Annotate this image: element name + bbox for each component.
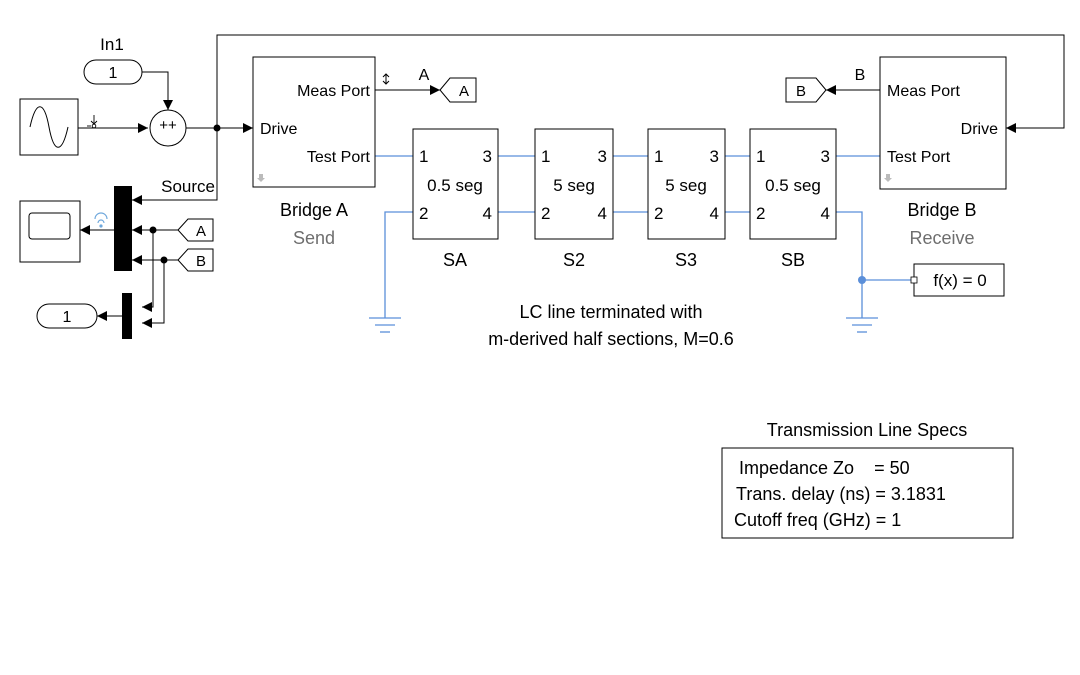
segment-s2-name: S2 xyxy=(563,250,585,270)
ground-right[interactable] xyxy=(846,317,878,333)
sine-wave-block[interactable] xyxy=(19,98,79,156)
bridge-b-drive-port: Drive xyxy=(961,121,998,138)
segment-s3-label: 5 seg xyxy=(665,176,707,195)
connection-indicator-icon xyxy=(87,115,98,129)
bridge-a-name: Bridge A xyxy=(280,200,348,220)
bridge-b-block[interactable]: Meas Port Drive Test Port xyxy=(879,56,1007,190)
line-inport-to-sum[interactable] xyxy=(142,71,173,110)
line-b-branch-to-mux2[interactable] xyxy=(142,260,165,328)
annotation-line-1: LC line terminated with xyxy=(519,302,702,322)
segment-s3-port-4: 4 xyxy=(710,204,719,223)
from-tag-a[interactable]: A xyxy=(177,218,214,242)
segment-sa-port-1: 1 xyxy=(419,147,428,166)
segment-sa[interactable]: 1 3 0.5 seg 2 4 xyxy=(412,128,499,240)
inport-name: In1 xyxy=(100,35,124,54)
solver-port-marker-icon xyxy=(910,276,918,284)
signal-label-b: B xyxy=(855,67,866,84)
segment-s2-port-3: 3 xyxy=(598,147,607,166)
mux-block-2[interactable] xyxy=(122,293,132,339)
branch-points xyxy=(149,124,221,264)
segment-sa-port-2: 2 xyxy=(419,204,428,223)
bridge-a-drive-port: Drive xyxy=(260,121,297,138)
bridge-a-meas-indicator-icon xyxy=(382,73,390,85)
physical-lines xyxy=(375,155,914,318)
segment-s2-label: 5 seg xyxy=(553,176,595,195)
specs-cutoff: Cutoff freq (GHz) = 1 xyxy=(734,510,901,530)
signal-label-a: A xyxy=(419,67,430,84)
specs-delay: Trans. delay (ns) = 3.1831 xyxy=(736,484,946,504)
sum-block[interactable]: ++ xyxy=(149,109,187,147)
bridge-a-test-port: Test Port xyxy=(307,149,371,166)
segment-sa-label: 0.5 seg xyxy=(427,176,483,195)
goto-tag-a-label: A xyxy=(459,83,469,100)
branch-dot-drive xyxy=(213,124,221,132)
bridge-a-mask-icon xyxy=(257,174,265,182)
segment-sb[interactable]: 1 3 0.5 seg 2 4 xyxy=(749,128,837,240)
segment-sb-port-3: 3 xyxy=(821,147,830,166)
bridge-a-meas-port: Meas Port xyxy=(297,83,370,100)
bridge-b-mask-icon xyxy=(884,174,892,182)
bridge-a-block[interactable]: Meas Port Drive Test Port xyxy=(252,56,376,188)
segment-sa-port-3: 3 xyxy=(483,147,492,166)
branch-dot-a xyxy=(149,226,157,234)
from-tag-a-label: A xyxy=(196,223,206,240)
sum-signs: ++ xyxy=(159,117,177,134)
wireless-icon xyxy=(94,212,108,228)
scope-block[interactable] xyxy=(19,200,81,263)
specs-box[interactable]: Impedance Zo = 50 Trans. delay (ns) = 3.… xyxy=(721,447,1014,539)
sine-wave-icon xyxy=(29,106,69,148)
segment-sb-port-4: 4 xyxy=(821,204,830,223)
annotation-line-2: m-derived half sections, M=0.6 xyxy=(488,329,734,349)
mux-block[interactable] xyxy=(114,186,132,271)
bridge-a-sublabel: Send xyxy=(293,228,335,248)
segment-sa-port-4: 4 xyxy=(483,204,492,223)
segment-s2-port-4: 4 xyxy=(598,204,607,223)
phys-sa-2-to-ground[interactable] xyxy=(384,211,413,318)
solver-configuration-block[interactable]: f(x) = 0 xyxy=(910,263,1005,297)
branch-dot-b xyxy=(160,256,168,264)
segment-sb-label: 0.5 seg xyxy=(765,176,821,195)
goto-tag-b[interactable]: B xyxy=(785,77,827,103)
bridge-b-meas-port: Meas Port xyxy=(887,83,960,100)
segment-s3-name: S3 xyxy=(675,250,697,270)
line-drive-feedback[interactable] xyxy=(216,34,1065,133)
bridge-b-sublabel: Receive xyxy=(909,228,974,248)
specs-title: Transmission Line Specs xyxy=(767,420,967,440)
segment-s2[interactable]: 1 3 5 seg 2 4 xyxy=(534,128,614,240)
outport-block[interactable] xyxy=(36,303,98,329)
bridge-b-test-port: Test Port xyxy=(887,149,951,166)
segment-s3-port-2: 2 xyxy=(654,204,663,223)
from-tag-b-label: B xyxy=(196,253,206,270)
segment-s3-port-3: 3 xyxy=(710,147,719,166)
scope-screen-icon xyxy=(28,212,71,240)
goto-tag-a[interactable]: A xyxy=(439,77,477,103)
source-label: Source xyxy=(161,177,215,196)
inport-block[interactable] xyxy=(83,59,143,85)
outport-number: 1 xyxy=(63,309,72,326)
ground-left[interactable] xyxy=(369,317,401,333)
segment-s2-port-2: 2 xyxy=(541,204,550,223)
signal-lines xyxy=(78,34,1065,328)
segment-s3[interactable]: 1 3 5 seg 2 4 xyxy=(647,128,726,240)
specs-impedance: Impedance Zo = 50 xyxy=(739,458,910,478)
line-branch-to-mux-source[interactable] xyxy=(132,128,218,205)
segment-s2-port-1: 1 xyxy=(541,147,550,166)
goto-tag-b-label: B xyxy=(796,83,806,100)
segment-s3-port-1: 1 xyxy=(654,147,663,166)
line-a-branch-to-mux2[interactable] xyxy=(142,230,154,312)
from-tag-b[interactable]: B xyxy=(177,248,214,272)
inport-number: 1 xyxy=(109,65,118,82)
segment-sb-name: SB xyxy=(781,250,805,270)
physical-junction-dot xyxy=(858,276,866,284)
segment-sb-port-1: 1 xyxy=(756,147,765,166)
solver-label: f(x) = 0 xyxy=(933,271,986,290)
bridge-b-name: Bridge B xyxy=(907,200,976,220)
segment-sb-port-2: 2 xyxy=(756,204,765,223)
segment-sa-name: SA xyxy=(443,250,467,270)
phys-sb-4-to-ground[interactable] xyxy=(836,211,863,318)
